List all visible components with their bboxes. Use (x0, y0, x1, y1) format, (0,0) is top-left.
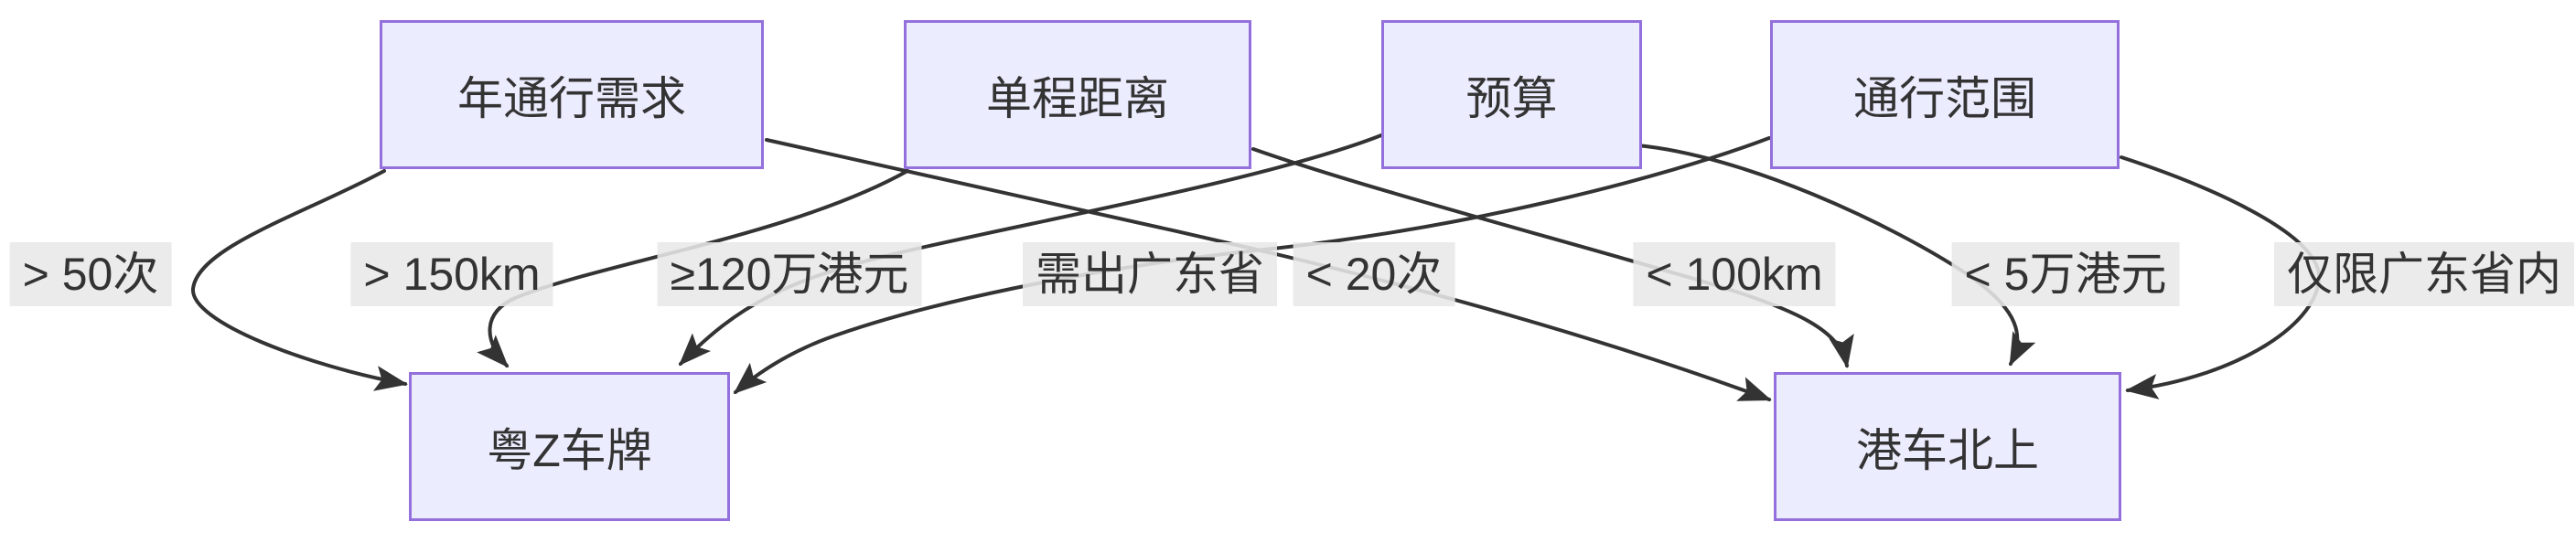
node-annual-pass-demand: 年通行需求 (380, 20, 764, 169)
edge-label-under-50k-hkd: < 5万港元 (1951, 242, 2180, 306)
edge-label-guangdong-only: 仅限广东省内 (2274, 242, 2574, 306)
node-yue-z-plate: 粤Z车牌 (409, 372, 730, 521)
node-hk-car-northbound: 港车北上 (1774, 372, 2121, 521)
edge-label-over-1200k-hkd: ≥120万港元 (657, 242, 922, 306)
node-budget: 预算 (1381, 20, 1642, 169)
edge-label-over-50-trips: > 50次 (9, 242, 172, 306)
edge-label-under-100km: < 100km (1633, 242, 1836, 306)
edge-label-under-20-trips: < 20次 (1293, 242, 1455, 306)
edge-label-over-150km: > 150km (350, 242, 553, 306)
node-single-trip-distance: 单程距离 (904, 20, 1251, 169)
edge-label-must-exit-guangdong: 需出广东省 (1023, 242, 1277, 306)
edge-budget-to-hk-northbound (1636, 144, 2036, 367)
edge-budget-to-yuez-plate (678, 133, 1383, 367)
edge-annual-demand-to-yuez-plate (190, 169, 408, 391)
edge-trip-distance-to-yuez-plate (477, 169, 909, 368)
node-pass-scope: 通行范围 (1770, 20, 2120, 169)
